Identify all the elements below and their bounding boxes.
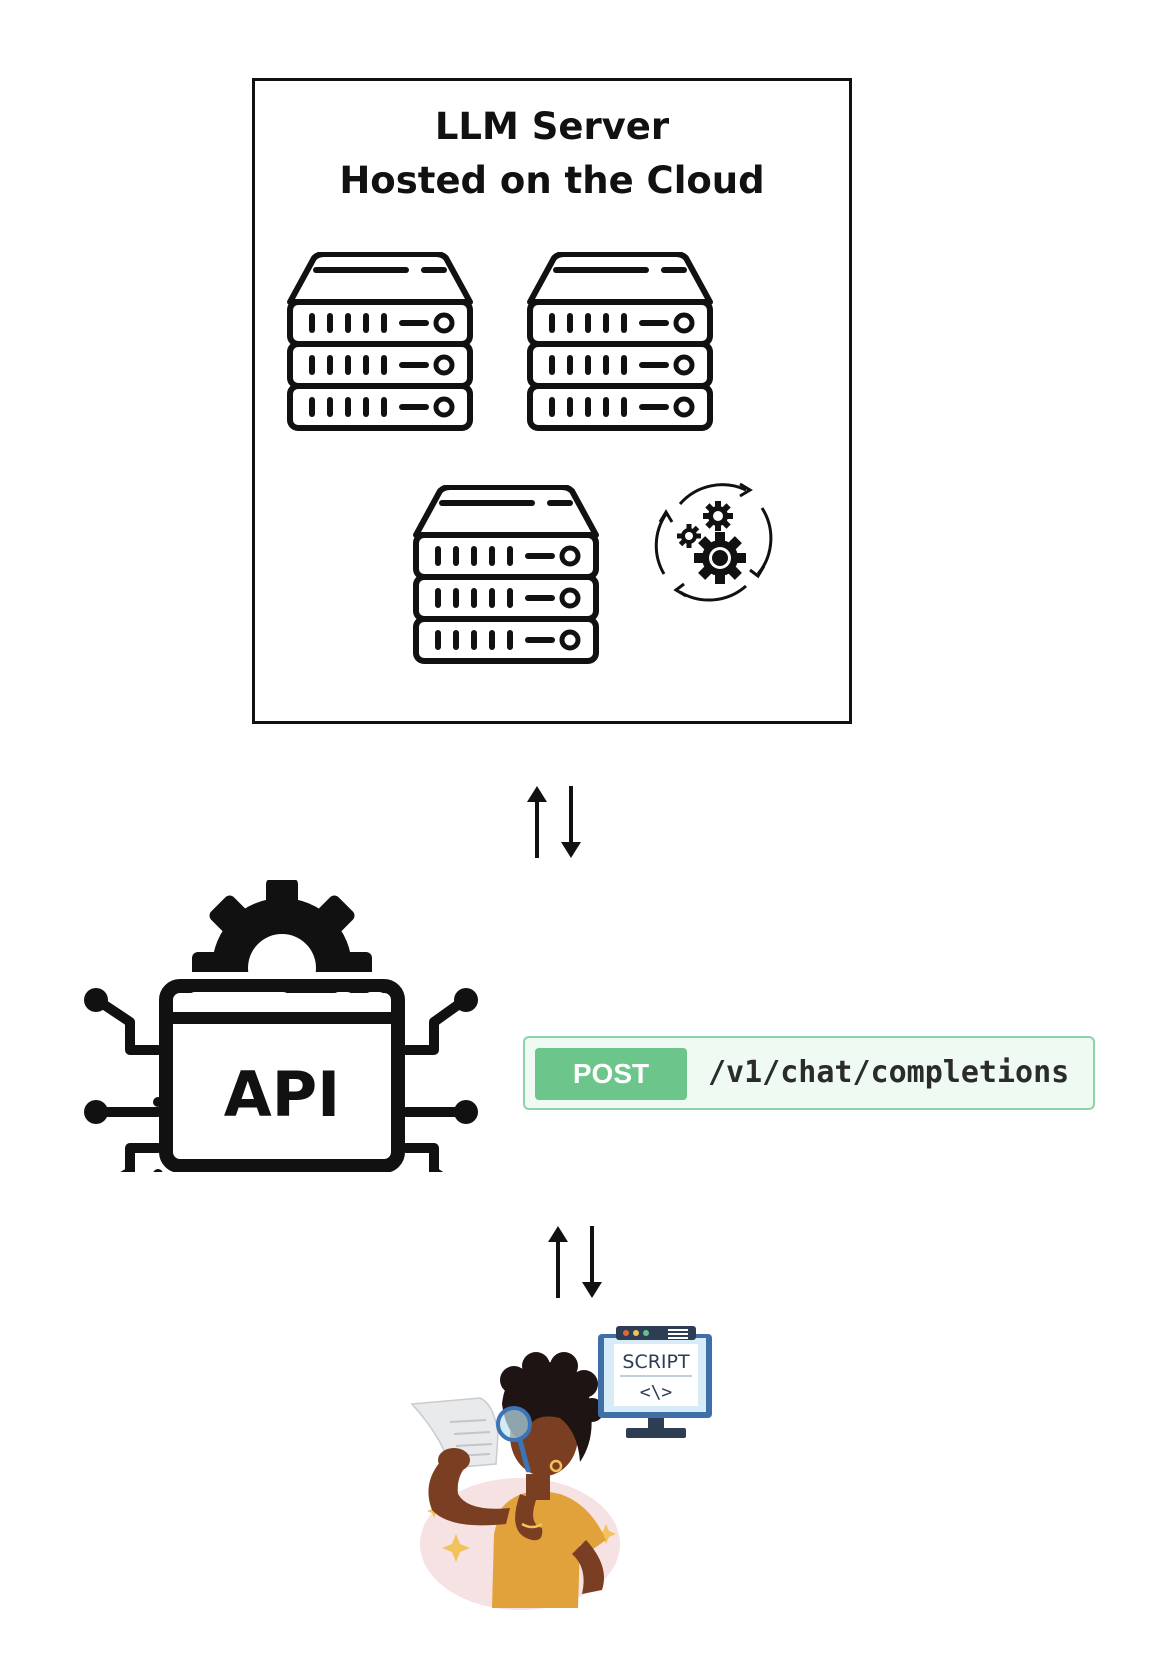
- http-method-badge: POST: [535, 1048, 687, 1100]
- bidirectional-arrows-icon: [548, 1226, 604, 1300]
- cloud-title-line1: LLM Server: [434, 105, 670, 148]
- llm-server-box: LLM Server Hosted on the Cloud: [252, 78, 852, 724]
- api-gear-icon: API: [84, 880, 478, 1172]
- bidirectional-arrows-icon: [527, 786, 583, 860]
- cloud-title-line2: Hosted on the Cloud: [339, 159, 765, 202]
- endpoint-path: /v1/chat/completions: [708, 1055, 1070, 1090]
- developer-illustration: [410, 1352, 620, 1610]
- server-rack-icon: [526, 252, 716, 434]
- server-rack-icon: [412, 485, 602, 667]
- script-code: <\>: [640, 1382, 673, 1403]
- script-label: SCRIPT: [622, 1351, 690, 1373]
- server-rack-icon: [286, 252, 476, 434]
- endpoint-pill: POST /v1/chat/completions: [523, 1036, 1095, 1110]
- script-monitor-icon: SCRIPT <\>: [598, 1326, 712, 1438]
- gears-cycle-icon: [654, 482, 773, 602]
- api-label: API: [224, 1058, 341, 1131]
